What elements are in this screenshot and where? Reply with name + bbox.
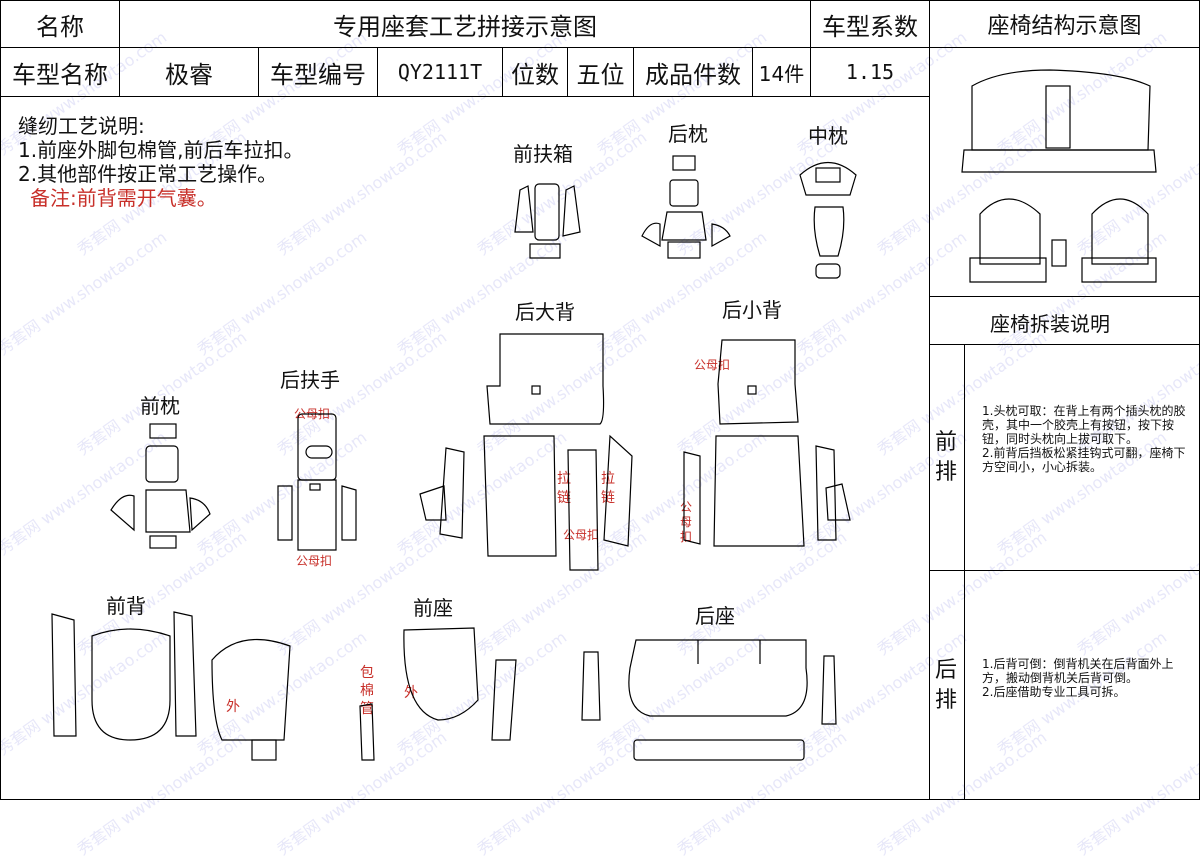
annotation-zipper: 拉链 [557, 471, 571, 506]
label-rear-big-back: 后大背 [515, 300, 575, 324]
annotation-snap: 公母扣 [296, 554, 333, 568]
structure-title-cell: 座椅结构示意图 [929, 0, 1200, 48]
sewing-notes: 缝纫工艺说明: 1.前座外脚包棉管,前后车拉扣。 2.其他部件按正常工艺操作。 … [18, 114, 303, 210]
structure-title: 座椅结构示意图 [987, 14, 1142, 39]
divider [929, 344, 1200, 345]
rear-armrest-pieces [277, 413, 357, 551]
model-code-label-cell: 车型编号 [258, 47, 378, 97]
seats-label: 位数 [511, 60, 559, 89]
front-headrest-pieces [110, 423, 211, 549]
rear-seat-pieces [581, 639, 837, 761]
label-front-armbox: 前扶箱 [513, 142, 573, 166]
pieces-label: 成品件数 [645, 60, 741, 89]
rear-big-back-pieces [419, 333, 633, 571]
rear-small-back-pieces [683, 339, 851, 547]
label-rear-seat: 后座 [695, 604, 735, 628]
page-title: 专用座套工艺拼接示意图 [333, 12, 597, 41]
model-name: 极睿 [165, 60, 213, 89]
divider [929, 296, 1200, 297]
divider [929, 570, 1200, 571]
annotation-outer: 外 [404, 685, 418, 701]
front-row-instructions: 1.头枕可取：在背上有两个插头枕的胶壳，其中一个胶壳上有按钮，按下按钮，同时头枕… [982, 404, 1186, 474]
label-front-headrest: 前枕 [140, 394, 180, 418]
middle-headrest-pieces [799, 162, 857, 279]
notes-remark: 备注:前背需开气囊。 [30, 186, 217, 210]
right-panel-border [929, 47, 930, 799]
front-back-pieces [51, 611, 291, 761]
notes-line-2: 2.其他部件按正常工艺操作。 [18, 162, 278, 186]
seats-value: 五位 [576, 60, 625, 89]
pattern-pieces-drawing [51, 69, 1157, 761]
annotation-snap-vertical: 公母扣 [680, 500, 693, 544]
disassembly-title: 座椅拆装说明 [990, 312, 1110, 336]
annotation-snap: 公母扣 [694, 358, 731, 372]
annotation-snap: 公母扣 [563, 528, 600, 542]
label-front-seat: 前座 [413, 596, 453, 620]
front-row-label: 前排 [934, 430, 957, 485]
label-middle-headrest: 中枕 [808, 124, 848, 148]
coef-value-cell: 1.15 [810, 47, 930, 97]
model-name-cell: 极睿 [119, 47, 259, 97]
divider [964, 344, 965, 799]
front-seat-pieces [359, 627, 517, 761]
model-name-label-cell: 车型名称 [0, 47, 120, 97]
coef-value: 1.15 [845, 60, 895, 84]
annotation-outer: 外 [226, 699, 240, 715]
seat-structure-thumbnail [961, 69, 1157, 283]
notes-title: 缝纫工艺说明: [18, 114, 145, 138]
rear-headrest-pieces [641, 155, 731, 259]
annotation-cotton-tube: 包棉管 [360, 665, 374, 717]
pieces-value: 14件 [758, 61, 805, 86]
name-label: 名称 [36, 12, 84, 41]
model-code-label: 车型编号 [270, 60, 366, 89]
pieces-label-cell: 成品件数 [633, 47, 753, 97]
coef-label: 车型系数 [822, 12, 918, 41]
notes-line-1: 1.前座外脚包棉管,前后车拉扣。 [18, 138, 304, 162]
coef-label-cell: 车型系数 [810, 0, 930, 48]
label-front-back: 前背 [106, 594, 146, 618]
model-name-label: 车型名称 [12, 60, 108, 89]
rear-row-label: 后排 [934, 658, 957, 713]
front-armbox-pieces [514, 183, 581, 259]
label-rear-headrest: 后枕 [668, 122, 708, 146]
rear-row-instructions: 1.后背可倒：倒背机关在后背面外上方，搬动倒背机关后背可倒。 2.后座借助专业工… [982, 657, 1174, 699]
model-code: QY2111T [397, 60, 483, 84]
label-rear-small-back: 后小背 [722, 298, 782, 322]
label-rear-armrest: 后扶手 [280, 368, 340, 392]
